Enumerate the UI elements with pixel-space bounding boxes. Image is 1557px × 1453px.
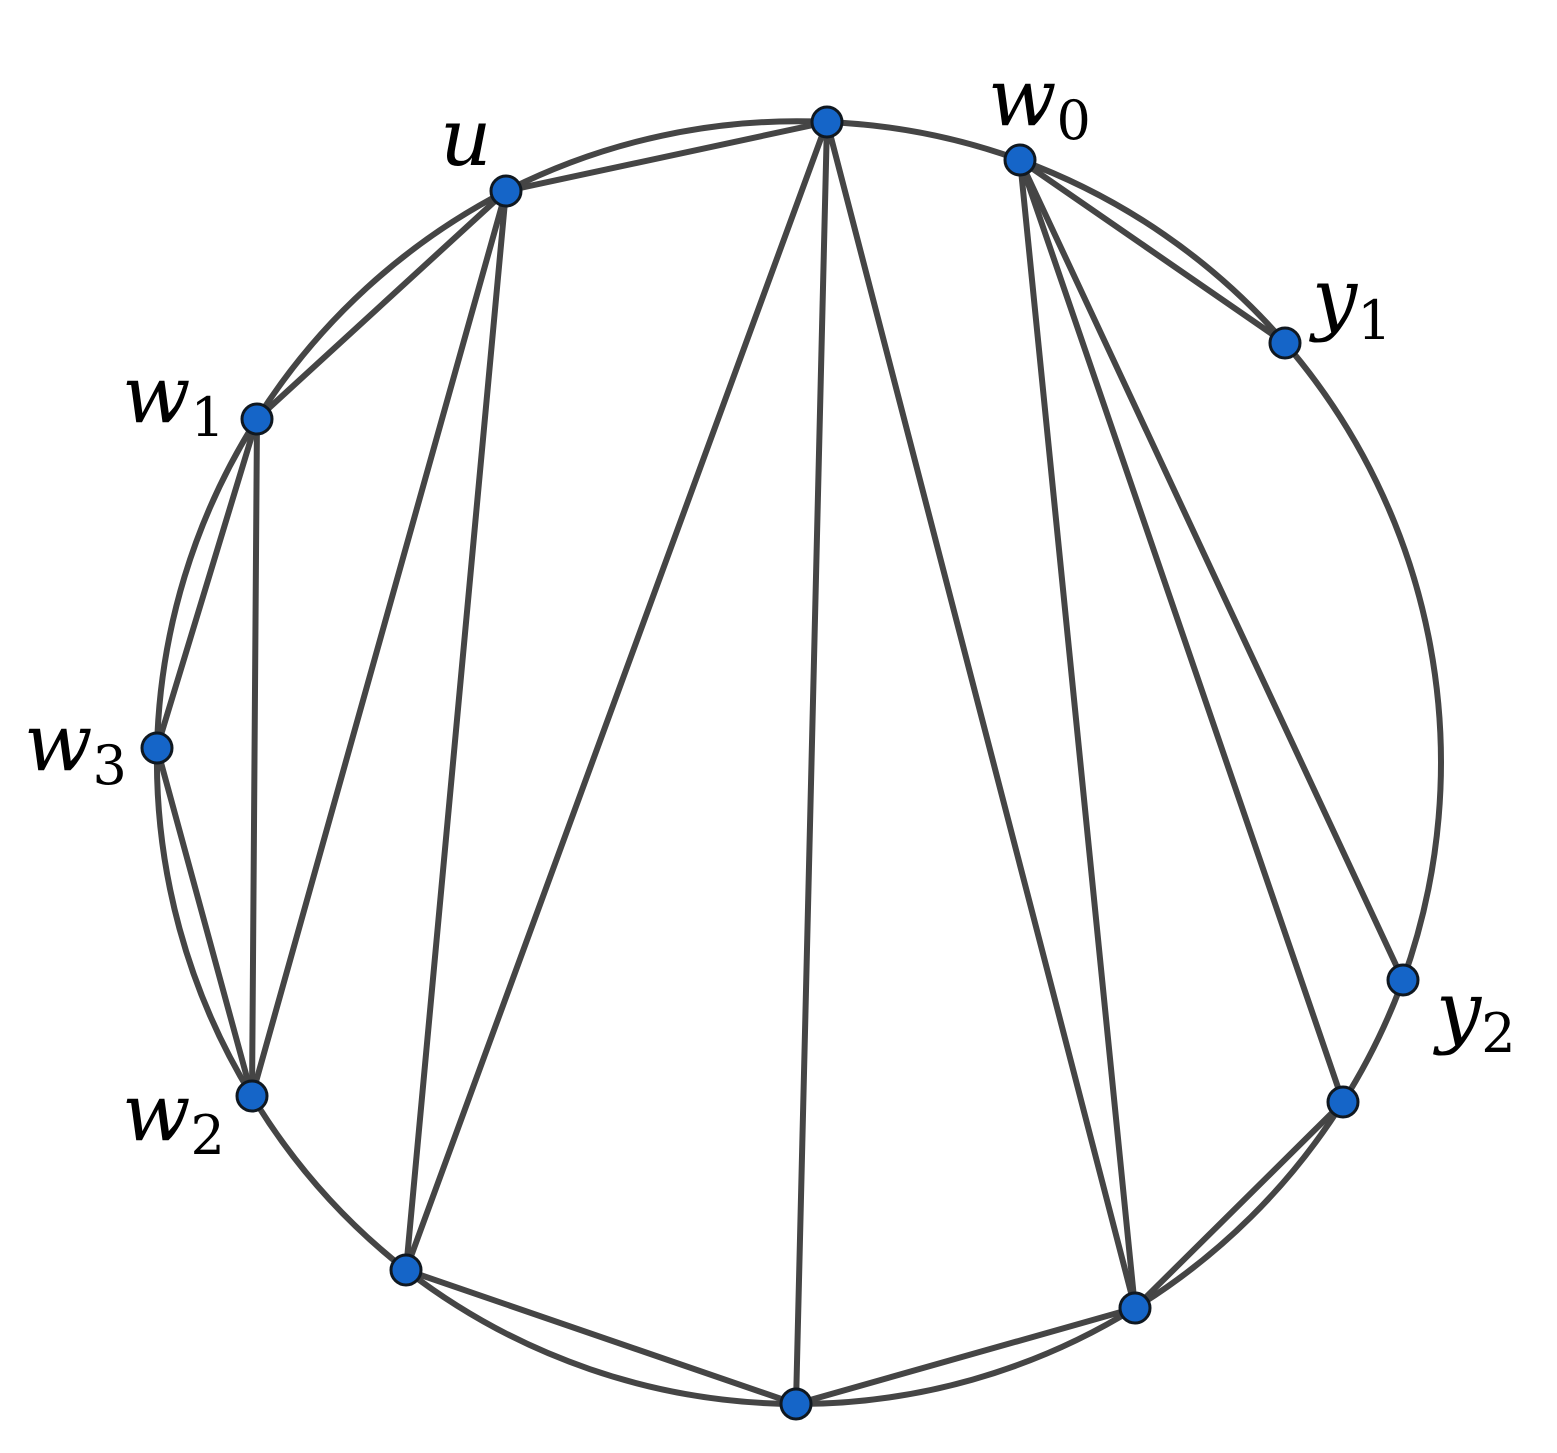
arc-w1-u xyxy=(254,188,509,422)
vertex-y1 xyxy=(1268,326,1302,360)
label-w2-sub: 2 xyxy=(190,1104,224,1167)
chord-w1-w3 xyxy=(154,416,260,751)
arc-br2-bottom xyxy=(793,1305,1138,1408)
vertex-y2 xyxy=(1386,963,1420,997)
arc-w3-w1 xyxy=(154,416,260,751)
arc-u-top xyxy=(503,118,830,194)
vertex-bl xyxy=(389,1253,423,1287)
vertex-br1 xyxy=(1326,1085,1360,1119)
label-y2-sub: 2 xyxy=(1481,1002,1515,1065)
chord-w0-y2 xyxy=(1017,157,1406,983)
arc-top-w0 xyxy=(824,119,1023,163)
chord-edges xyxy=(154,119,1406,1407)
label-w0-sub: 0 xyxy=(1056,89,1090,152)
chord-u-w2 xyxy=(249,188,509,1099)
label-y2-main: y xyxy=(1433,964,1483,1057)
arc-w2-w3 xyxy=(153,745,255,1099)
chord-top-bottom xyxy=(793,119,830,1407)
chord-top-bl xyxy=(403,119,830,1273)
vertex-br2 xyxy=(1118,1291,1152,1325)
label-y1: y1 xyxy=(1309,251,1392,352)
arc-bottom-bl xyxy=(403,1267,799,1407)
label-u: u xyxy=(440,91,492,184)
label-w2: w2 xyxy=(122,1066,225,1167)
arc-bl-w2 xyxy=(249,1093,409,1273)
chord-w1-w2 xyxy=(249,416,260,1099)
vertex-w3 xyxy=(140,731,174,765)
chord-top-br2 xyxy=(824,119,1138,1311)
label-w3-main: w xyxy=(24,696,92,789)
label-w1: w1 xyxy=(122,348,225,449)
label-y2: y2 xyxy=(1433,964,1516,1065)
vertex-bottom xyxy=(779,1387,813,1421)
chord-u-bl xyxy=(403,188,509,1273)
vertex-top xyxy=(810,105,844,139)
label-w3: w3 xyxy=(24,696,127,797)
chord-bl-bottom xyxy=(403,1267,799,1407)
label-u-main: u xyxy=(440,91,492,184)
arc-y2-br1 xyxy=(1340,977,1406,1105)
chord-w0-br2 xyxy=(1017,157,1138,1311)
arc-br1-br2 xyxy=(1132,1099,1346,1311)
chord-br1-br2 xyxy=(1132,1099,1346,1311)
label-w0: w0 xyxy=(988,51,1091,152)
label-w1-main: w xyxy=(122,348,190,441)
label-y1-main: y xyxy=(1309,251,1359,344)
chord-bottom-br2 xyxy=(793,1305,1138,1407)
arc-w0-y1 xyxy=(1017,157,1288,346)
arc-y1-y2 xyxy=(1282,340,1444,983)
vertex-w0 xyxy=(1003,143,1037,177)
chord-w3-w2 xyxy=(154,745,255,1099)
chord-w0-y1 xyxy=(1017,157,1288,346)
vertices xyxy=(140,105,1420,1421)
label-y1-sub: 1 xyxy=(1357,289,1391,352)
label-w1-sub: 1 xyxy=(190,386,224,449)
label-w0-main: w xyxy=(988,51,1056,144)
label-w3-sub: 3 xyxy=(92,734,126,797)
chord-u-top xyxy=(503,119,830,194)
chord-w0-br1 xyxy=(1017,157,1346,1105)
vertex-w1 xyxy=(240,402,274,436)
cycle-arcs xyxy=(153,118,1444,1408)
vertex-u xyxy=(489,174,523,208)
label-w2-main: w xyxy=(122,1066,190,1159)
vertex-w2 xyxy=(235,1079,269,1113)
chord-u-w1 xyxy=(254,188,509,422)
